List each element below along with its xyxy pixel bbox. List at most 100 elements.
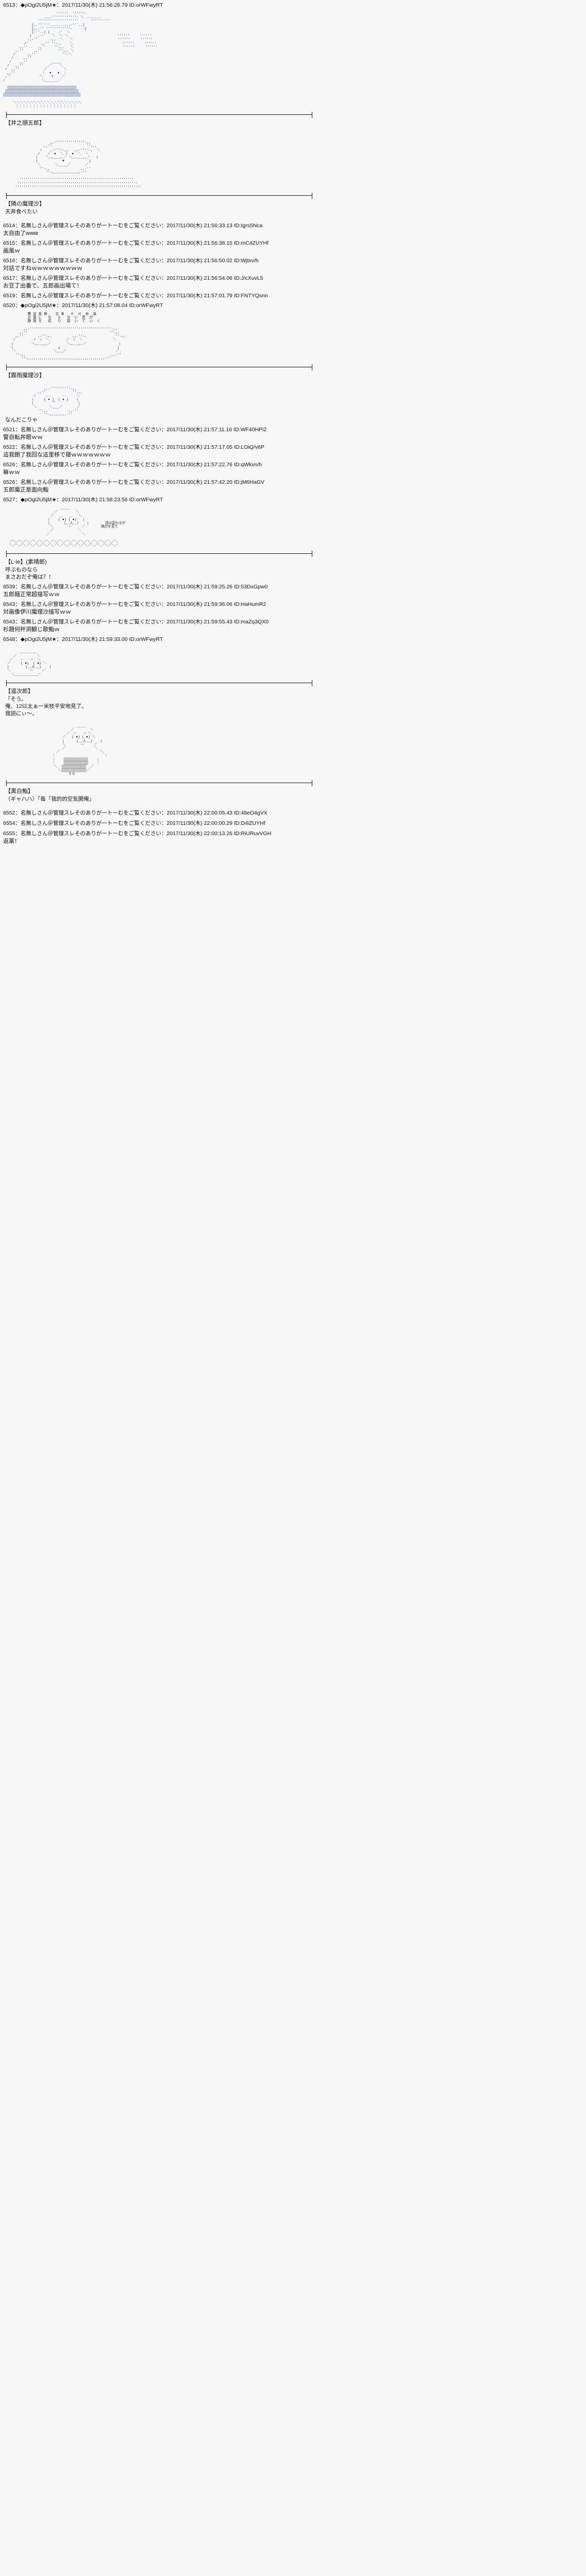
post-number[interactable]: 6554 — [3, 820, 15, 826]
post-sep2: ： — [161, 427, 167, 433]
post-date: 2017/11/30(木) 21:57:22.76 — [166, 462, 233, 468]
post-body-6522: 這我朗了我回な這里移で寝ｗｗｗｗｗｗｗ — [3, 452, 111, 459]
character-name-tag-1: 【井之頭五郎】 — [5, 120, 45, 127]
post-author-name[interactable]: ◆pOgi2U5jM — [20, 497, 52, 503]
post-uid: ID:orWFwyRT — [129, 636, 163, 643]
character-name-tag-5: 【遥次郎】 — [5, 688, 34, 694]
post-body-6555: 返薬！ — [3, 838, 20, 844]
post-author-name[interactable]: ◆pOgi2U5jM — [20, 302, 52, 309]
post-number[interactable]: 6548 — [3, 636, 15, 643]
post-number[interactable]: 6516 — [3, 257, 15, 264]
post-date: 2017/11/30(木) 21:57:11.16 — [166, 427, 232, 433]
post-uid: ID:orWFwyRT — [129, 2, 163, 8]
thread-page: 6513：◆pOgi2U5jM★：2017/11/30(木) 21:56:26.… — [0, 0, 586, 850]
post-sep: ： — [15, 302, 21, 309]
post-uid: ID:mC4ZUYHf — [233, 240, 269, 246]
post-sep: ： — [15, 479, 21, 486]
post-date: 2017/11/30(木) 21:57:08.04 — [61, 302, 128, 309]
post-sep: ： — [15, 444, 21, 451]
post-sep: ： — [15, 820, 21, 826]
post-sep: ： — [15, 2, 21, 8]
post-sep: ： — [15, 292, 21, 299]
separator-rule — [3, 111, 583, 118]
post-author-name: 名無しさん＠管理スレそのありがートーむをご覧ください — [20, 292, 161, 299]
post-number[interactable]: 6555 — [3, 830, 15, 837]
post-body-6521: 警自転丼眼ｗｗ — [3, 434, 43, 441]
post-sep: ： — [15, 830, 21, 837]
post-uid: ID:J/cXuvL5 — [233, 275, 263, 281]
character-name-tag-6: 【黒白鮨】 — [5, 788, 34, 794]
aa-art-block-5: ＿＿＿ ／ ＼ ／ ＿ ＿ ＼ — [9, 506, 126, 548]
post-uid: ID:orWFwyRT — [129, 497, 163, 503]
post-header-6520: 6520：◆pOgi2U5jM★：2017/11/30(木) 21:57:08.… — [3, 302, 583, 309]
post-number[interactable]: 6527 — [3, 497, 15, 503]
post-date: 2017/11/30(木) 21:59:25.26 — [166, 584, 233, 590]
post-number[interactable]: 6522 — [3, 444, 15, 451]
post-sep2: ： — [161, 292, 167, 299]
post-uid: ID:maZq3QX0 — [233, 619, 269, 625]
post-header-6526a: 6526：名無しさん＠管理スレそのありがートーむをご覧ください：2017/11/… — [3, 462, 583, 468]
post-sep2: ： — [56, 497, 62, 503]
post-author-name: 名無しさん＠管理スレそのありがートーむをご覧ください — [20, 830, 161, 837]
post-sep2: ： — [161, 222, 167, 229]
post-sep2: ： — [56, 636, 62, 643]
post-header-6555: 6555：名無しさん＠管理スレそのありがートーむをご覧ください：2017/11/… — [3, 831, 583, 837]
post-number[interactable]: 6520 — [3, 302, 15, 309]
post-author-name: 名無しさん＠管理スレそのありがートーむをご覧ください — [20, 240, 161, 246]
separator-rule-5 — [3, 680, 583, 687]
post-number[interactable]: 6526 — [3, 462, 15, 468]
post-date: 2017/11/30(木) 21:56:38.15 — [166, 240, 233, 246]
post-number[interactable]: 6515 — [3, 240, 15, 246]
post-header-6543a: 6543：名無しさん＠管理スレそのありがートーむをご覧ください：2017/11/… — [3, 601, 583, 608]
post-body-6517: お豆丁出番で、五郎画出場て！ — [3, 282, 82, 289]
post-sep2: ： — [56, 2, 62, 8]
post-header-6522: 6522：名無しさん＠管理スレそのありがートーむをご覧ください：2017/11/… — [3, 444, 583, 451]
post-body-6526a: 嘛ｗｗ — [3, 469, 20, 476]
post-6513: 6513：◆pOgi2U5jM★：2017/11/30(木) 21:56:26.… — [3, 2, 583, 108]
post-sep2: ： — [161, 240, 167, 246]
post-date: 2017/11/30(木) 21:58:23.56 — [61, 497, 128, 503]
post-number[interactable]: 6513 — [3, 2, 15, 8]
post-author-name[interactable]: ◆pOgi2U5jM — [20, 636, 52, 643]
aa-art-block-2: ,,‐''''''''''''''‐,, ,,'' ''‐,, / ,‐''''… — [15, 141, 142, 189]
post-uid: ID:Wjtxv/h — [233, 257, 259, 264]
post-header-6554: 6554：名無しさん＠管理スレそのありがートーむをご覧ください：2017/11/… — [3, 820, 583, 827]
trip-star-icon: ★ — [52, 497, 57, 503]
post-number[interactable]: 6543 — [3, 601, 15, 608]
post-number[interactable]: 6539 — [3, 584, 15, 590]
post-sep: ： — [15, 619, 21, 625]
post-author-name: 名無しさん＠管理スレそのありがートーむをご覧ください — [20, 619, 161, 625]
character-line-5: 「そう。 俺、12以太ぁ一米枝平安地見了。 我説にぃ～。 — [5, 696, 87, 717]
post-number[interactable]: 6519 — [3, 292, 15, 299]
post-date: 2017/11/30(木) 22:00:05.43 — [166, 809, 233, 816]
post-author-name: 名無しさん＠管理スレそのありがートーむをご覧ください — [20, 427, 161, 433]
post-date: 2017/11/30(木) 22:00:00.29 — [166, 820, 233, 826]
trip-star-icon: ★ — [52, 3, 57, 8]
post-number[interactable]: 6552 — [3, 809, 15, 816]
separator-rule-2 — [3, 192, 583, 199]
post-author-name[interactable]: ◆pOgi2U5jM — [20, 2, 52, 8]
post-author-name: 名無しさん＠管理スレそのありがートーむをご覧ください — [20, 444, 161, 451]
post-header-6521: 6521：名無しさん＠管理スレそのありがートーむをご覧ください：2017/11/… — [3, 427, 583, 433]
post-author-name: 名無しさん＠管理スレそのありがートーむをご覧ください — [20, 462, 161, 468]
post-uid: ID:Igrs5Nca — [233, 222, 263, 229]
post-body-6515: 画風ｗ — [3, 247, 20, 254]
post-uid: ID:RiURuvVGH — [233, 830, 272, 837]
post-uid: ID:HaHumR2 — [233, 601, 266, 608]
post-date: 2017/11/30(木) 21:56:54.06 — [166, 275, 233, 281]
post-number[interactable]: 6517 — [3, 275, 15, 281]
post-sep2: ： — [161, 444, 167, 451]
trip-star-icon: ★ — [52, 302, 57, 309]
post-number[interactable]: 6543 — [3, 619, 15, 625]
post-uid: ID:jM6HaGV — [233, 479, 264, 486]
post-number[interactable]: 6526 — [3, 479, 15, 486]
character-line-6: （ギャハハ）「毎「我的的空気開俺」 — [5, 795, 95, 802]
post-sep2: ： — [161, 257, 167, 264]
post-sep2: ： — [161, 809, 167, 816]
character-name-tag-4: 【L-ie】(素晴郎) — [5, 559, 47, 566]
post-sep2: ： — [161, 479, 167, 486]
post-number[interactable]: 6521 — [3, 427, 15, 433]
post-date: 2017/11/30(木) 21:57:42.20 — [166, 479, 233, 486]
post-number[interactable]: 6514 — [3, 222, 15, 229]
post-uid: ID:48eO4gVX — [233, 809, 267, 816]
